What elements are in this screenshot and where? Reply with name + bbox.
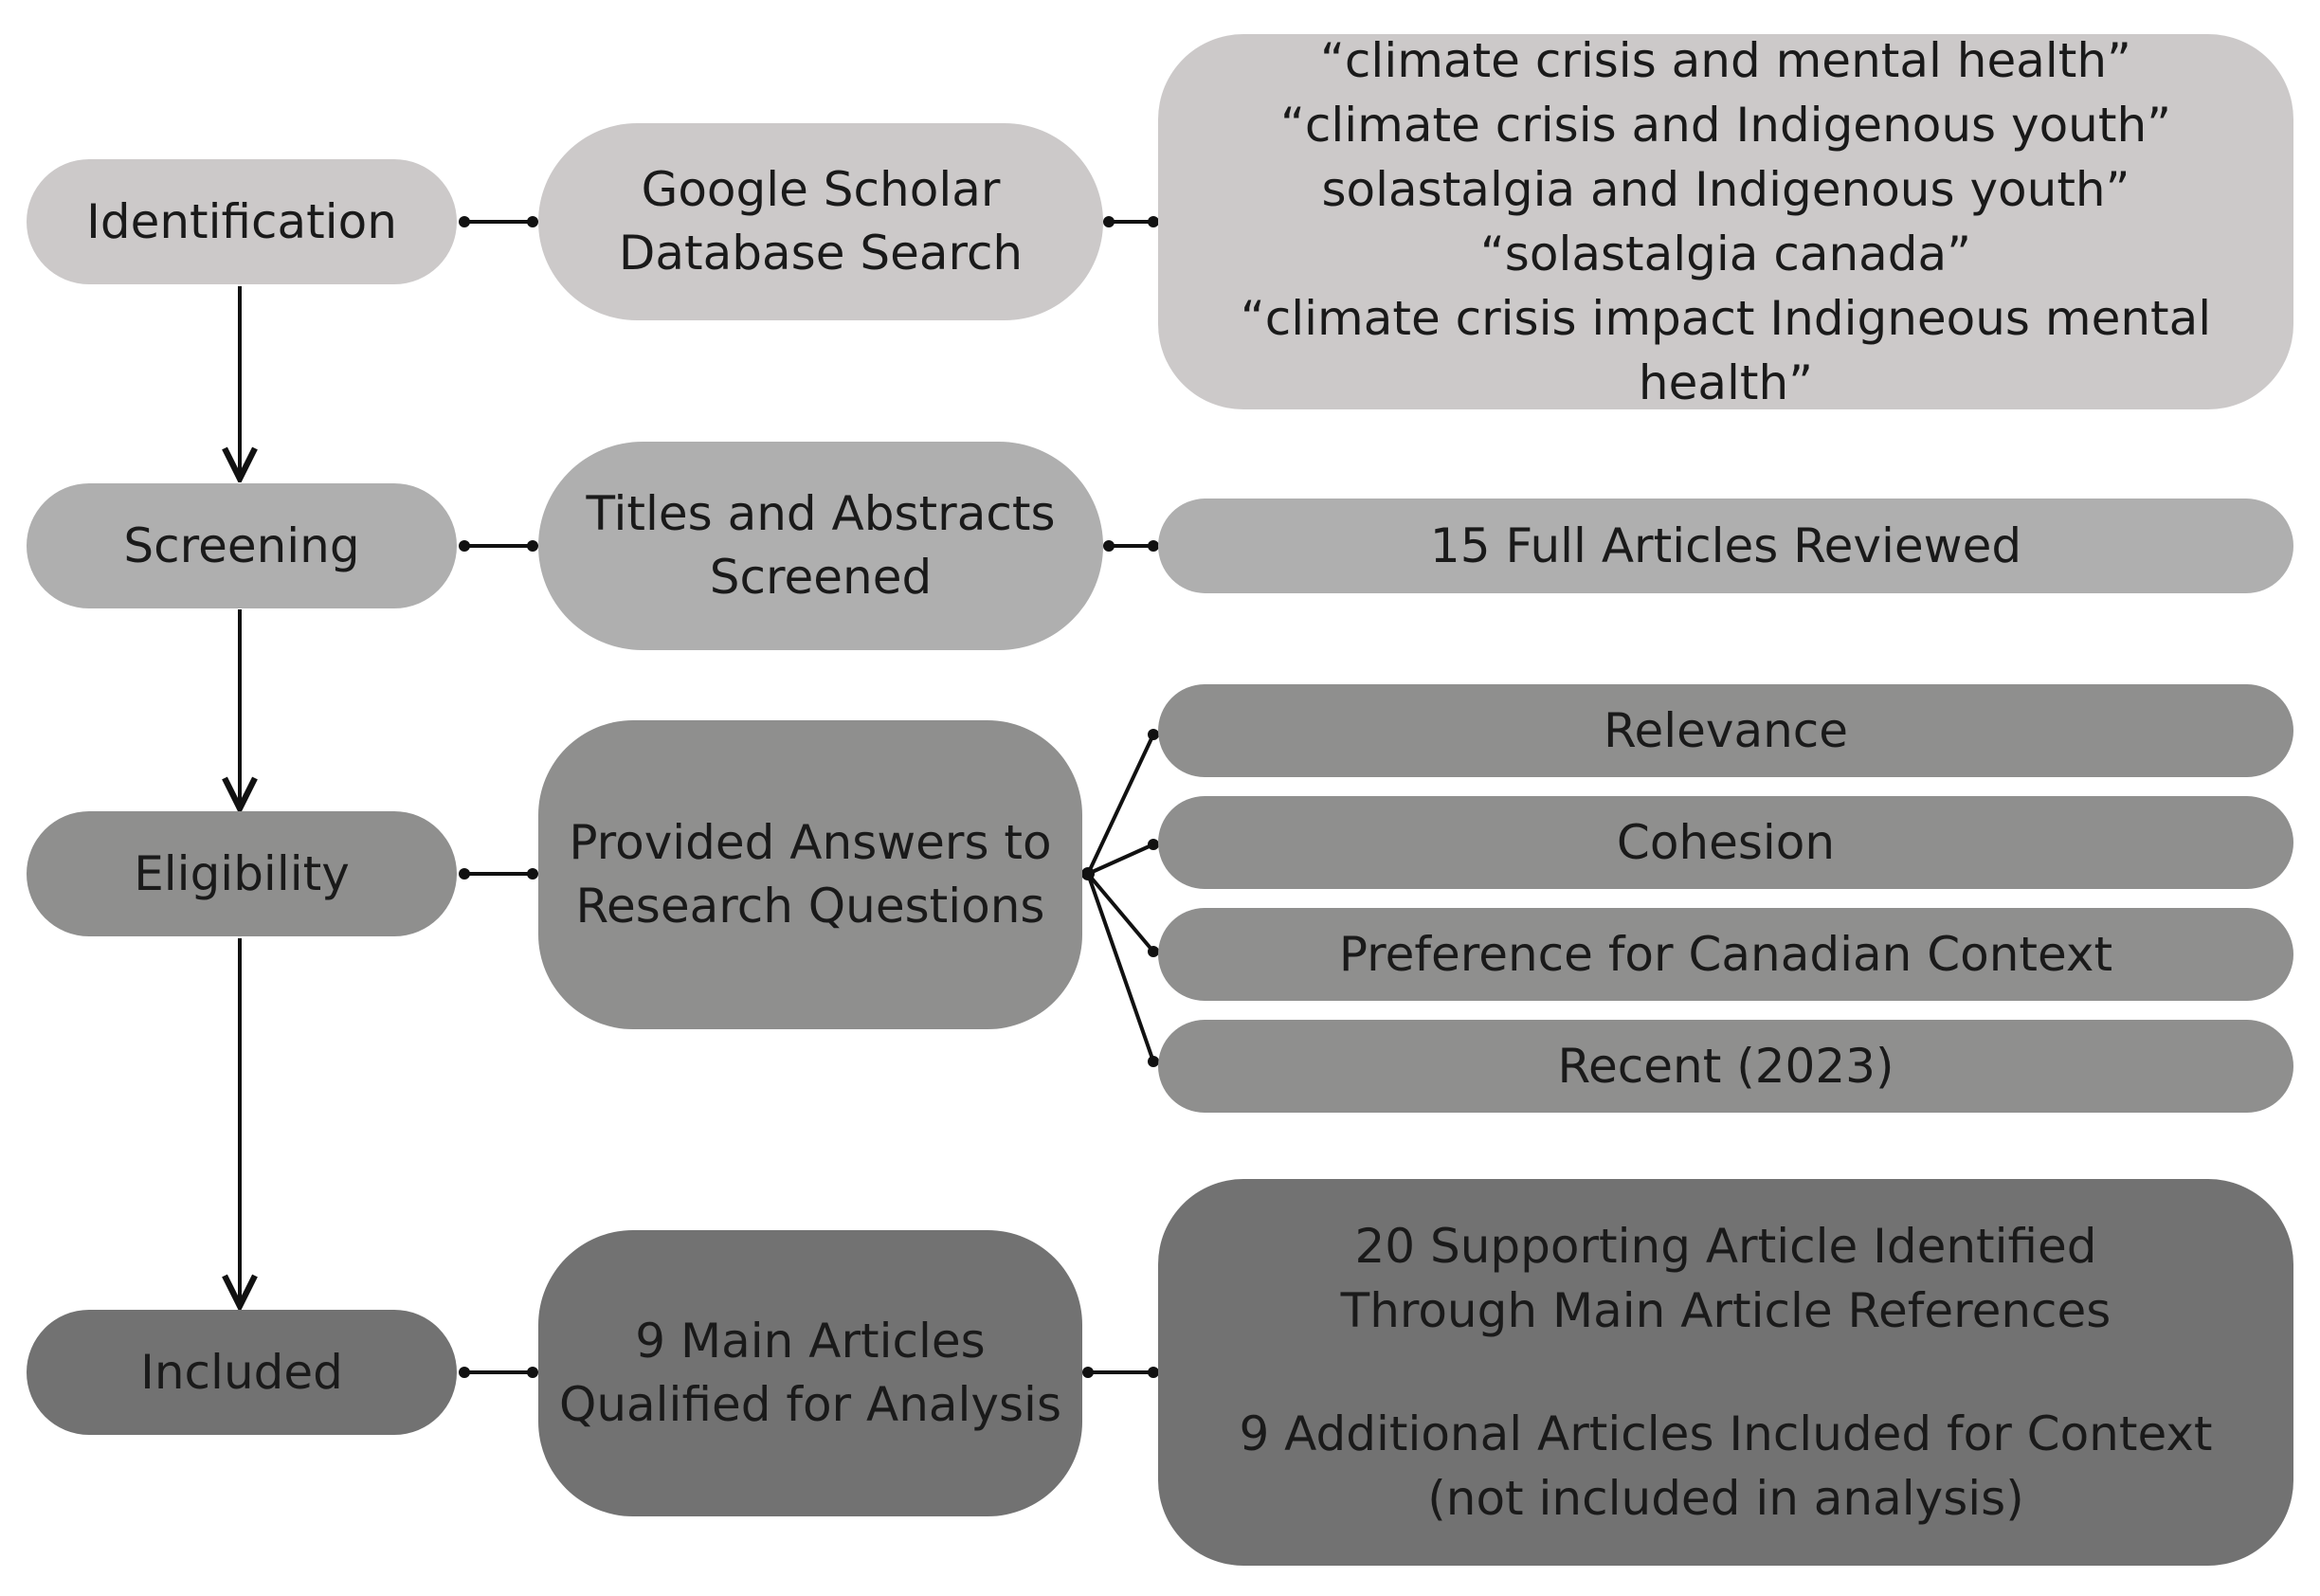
criterion-label: Relevance	[1603, 703, 1849, 758]
stage-eligibility-label: Eligibility	[134, 846, 350, 901]
included-result-line: Through Main Article References	[1340, 1282, 2112, 1338]
criterion-label: Preference for Canadian Context	[1338, 927, 2113, 982]
stage-screening: Screening	[27, 483, 457, 608]
link-eligibility-to-recent	[1086, 873, 1155, 1062]
included-result-line: 20 Supporting Article Identified	[1354, 1218, 2097, 1274]
identification-search-terms-box: “climate crisis and mental health” “clim…	[1158, 33, 2293, 410]
included-method-line: 9 Main Articles	[635, 1314, 986, 1369]
screening-result-label: 15 Full Articles Reviewed	[1429, 518, 2022, 573]
included-result-line: (not included in analysis)	[1427, 1471, 2024, 1527]
link-eligibility-to-canadian-context	[1086, 872, 1155, 953]
eligibility-method-line: Provided Answers to	[569, 815, 1052, 870]
search-term: solastalgia and Indigenous youth”	[1321, 162, 2130, 217]
screening-method-line: Screened	[709, 550, 933, 605]
stage-screening-label: Screening	[123, 518, 360, 573]
search-term: “climate crisis and Indigenous youth”	[1279, 98, 2172, 153]
criterion-recent: Recent (2023)	[1158, 1020, 2293, 1113]
search-term: “climate crisis and mental health”	[1320, 33, 2131, 88]
identification-method-box: Google Scholar Database Search	[538, 123, 1103, 320]
included-result-line: 9 Additional Articles Included for Conte…	[1239, 1406, 2213, 1462]
identification-method-line: Google Scholar	[641, 162, 1001, 217]
included-result-box: 20 Supporting Article Identified Through…	[1158, 1179, 2293, 1566]
included-method-line: Qualified for Analysis	[558, 1377, 1061, 1432]
identification-method-line: Database Search	[618, 226, 1024, 281]
search-term: “solastalgia canada”	[1479, 227, 1972, 281]
stage-eligibility: Eligibility	[27, 811, 457, 936]
link-eligibility-to-relevance	[1086, 734, 1155, 875]
link-eligibility-to-cohesion	[1087, 843, 1154, 876]
search-term: “climate crisis impact Indigneous mental…	[1240, 291, 2212, 410]
stage-identification-label: Identification	[86, 194, 397, 249]
stage-included: Included	[27, 1310, 457, 1435]
screening-result-box: 15 Full Articles Reviewed	[1158, 499, 2293, 593]
eligibility-method-line: Research Questions	[575, 879, 1045, 934]
stage-identification: Identification	[27, 159, 457, 284]
stage-included-label: Included	[140, 1345, 343, 1400]
criterion-label: Cohesion	[1616, 815, 1836, 870]
criterion-cohesion: Cohesion	[1158, 796, 2293, 889]
criterion-canadian-context: Preference for Canadian Context	[1158, 908, 2293, 1001]
criterion-label: Recent (2023)	[1557, 1039, 1894, 1094]
screening-method-box: Titles and Abstracts Screened	[538, 442, 1103, 650]
included-method-box: 9 Main Articles Qualified for Analysis	[538, 1230, 1082, 1516]
eligibility-method-box: Provided Answers to Research Questions	[538, 720, 1082, 1029]
screening-method-line: Titles and Abstracts	[586, 486, 1056, 541]
criterion-relevance: Relevance	[1158, 684, 2293, 777]
